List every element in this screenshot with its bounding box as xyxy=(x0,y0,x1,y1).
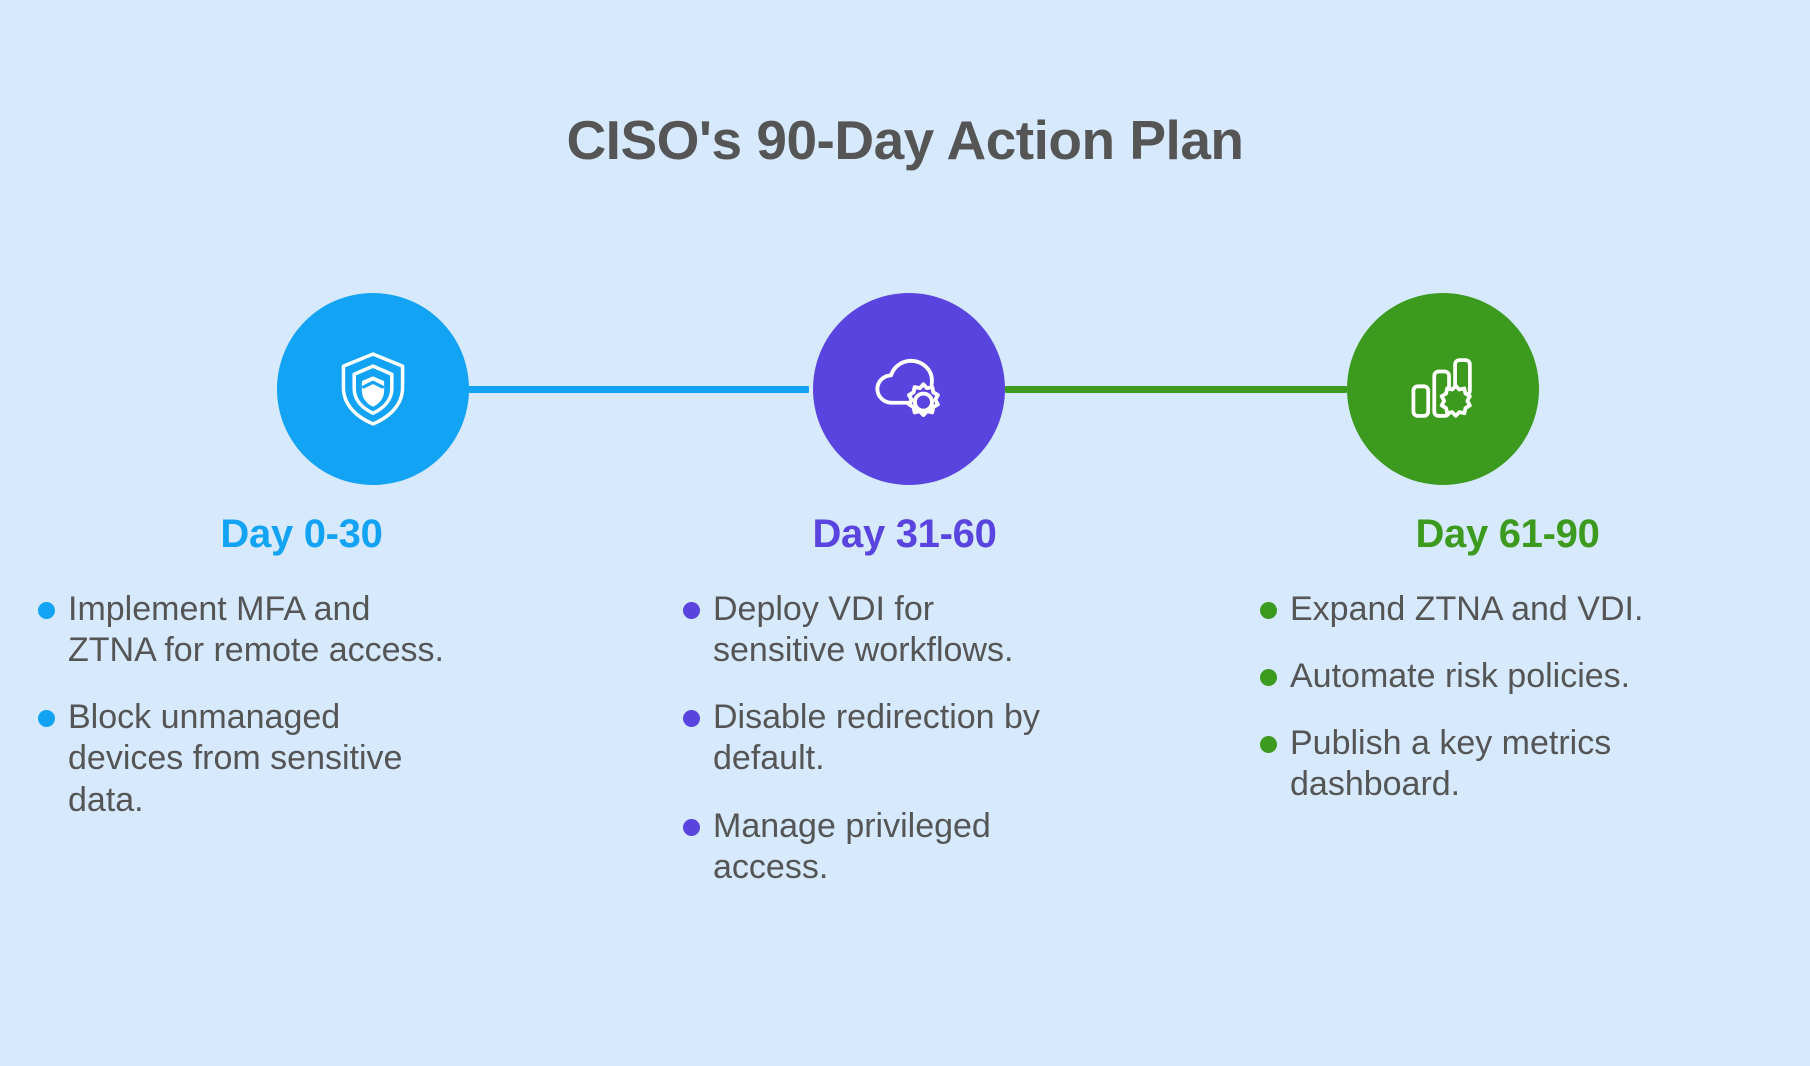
bullet-text: Implement MFA and ZTNA for remote access… xyxy=(68,590,444,670)
bullet-text: Deploy VDI for sensitive workflows. xyxy=(713,590,1014,670)
bullet-text: Disable redirection by default. xyxy=(713,698,1040,778)
phase-circle-day-61-90[interactable] xyxy=(1347,293,1539,485)
phase-label-day-61-90: Day 61-90 xyxy=(1415,512,1600,556)
list-item: Automate risk policies. xyxy=(1252,656,1672,697)
list-item: Publish a key metrics dashboard. xyxy=(1252,723,1672,805)
bar-chart-cog-icon xyxy=(1400,346,1486,432)
phase-column-day-61-90: Day 61-90 Expand ZTNA and VDI. Automate … xyxy=(1206,512,1809,888)
cloud-cog-icon xyxy=(865,345,953,433)
bullet-text: Publish a key metrics dashboard. xyxy=(1290,724,1612,804)
bullet-dot-icon xyxy=(38,602,55,619)
bullet-list-day-0-30: Implement MFA and ZTNA for remote access… xyxy=(30,589,450,821)
bullet-dot-icon xyxy=(683,602,700,619)
list-item: Implement MFA and ZTNA for remote access… xyxy=(30,589,450,671)
bullet-text: Manage privileged access. xyxy=(713,806,991,886)
list-item: Manage privileged access. xyxy=(675,806,1075,888)
phase-column-day-0-30: Day 0-30 Implement MFA and ZTNA for remo… xyxy=(0,512,603,888)
phase-column-day-31-60: Day 31-60 Deploy VDI for sensitive workf… xyxy=(603,512,1206,888)
bullet-dot-icon xyxy=(1260,669,1277,687)
phase-circle-day-31-60[interactable] xyxy=(813,293,1005,485)
timeline-row xyxy=(0,293,1810,485)
page-title: CISO's 90-Day Action Plan xyxy=(566,109,1244,171)
bullet-text: Block unmanaged devices from sensitive d… xyxy=(68,698,403,819)
list-item: Deploy VDI for sensitive workflows. xyxy=(675,589,1075,671)
list-item: Block unmanaged devices from sensitive d… xyxy=(30,697,450,820)
shield-icon xyxy=(330,346,416,432)
phase-circle-day-0-30[interactable] xyxy=(277,293,469,485)
list-item: Expand ZTNA and VDI. xyxy=(1252,589,1672,630)
bullet-list-day-61-90: Expand ZTNA and VDI. Automate risk polic… xyxy=(1252,589,1672,806)
bullet-text: Automate risk policies. xyxy=(1290,657,1631,696)
phase-label-day-31-60: Day 31-60 xyxy=(812,512,997,556)
bullet-text: Expand ZTNA and VDI. xyxy=(1290,590,1644,628)
bullet-list-day-31-60: Deploy VDI for sensitive workflows. Disa… xyxy=(675,589,1075,888)
connector-line-2 xyxy=(1005,386,1347,393)
bullet-dot-icon xyxy=(1260,602,1277,619)
phase-columns: Day 0-30 Implement MFA and ZTNA for remo… xyxy=(0,512,1810,888)
bullet-dot-icon xyxy=(683,818,700,836)
bullet-dot-icon xyxy=(1260,736,1277,754)
phase-label-day-0-30: Day 0-30 xyxy=(220,512,383,556)
list-item: Disable redirection by default. xyxy=(675,697,1075,779)
bullet-dot-icon xyxy=(38,710,55,728)
bullet-dot-icon xyxy=(683,710,700,728)
connector-line-1 xyxy=(466,386,809,393)
